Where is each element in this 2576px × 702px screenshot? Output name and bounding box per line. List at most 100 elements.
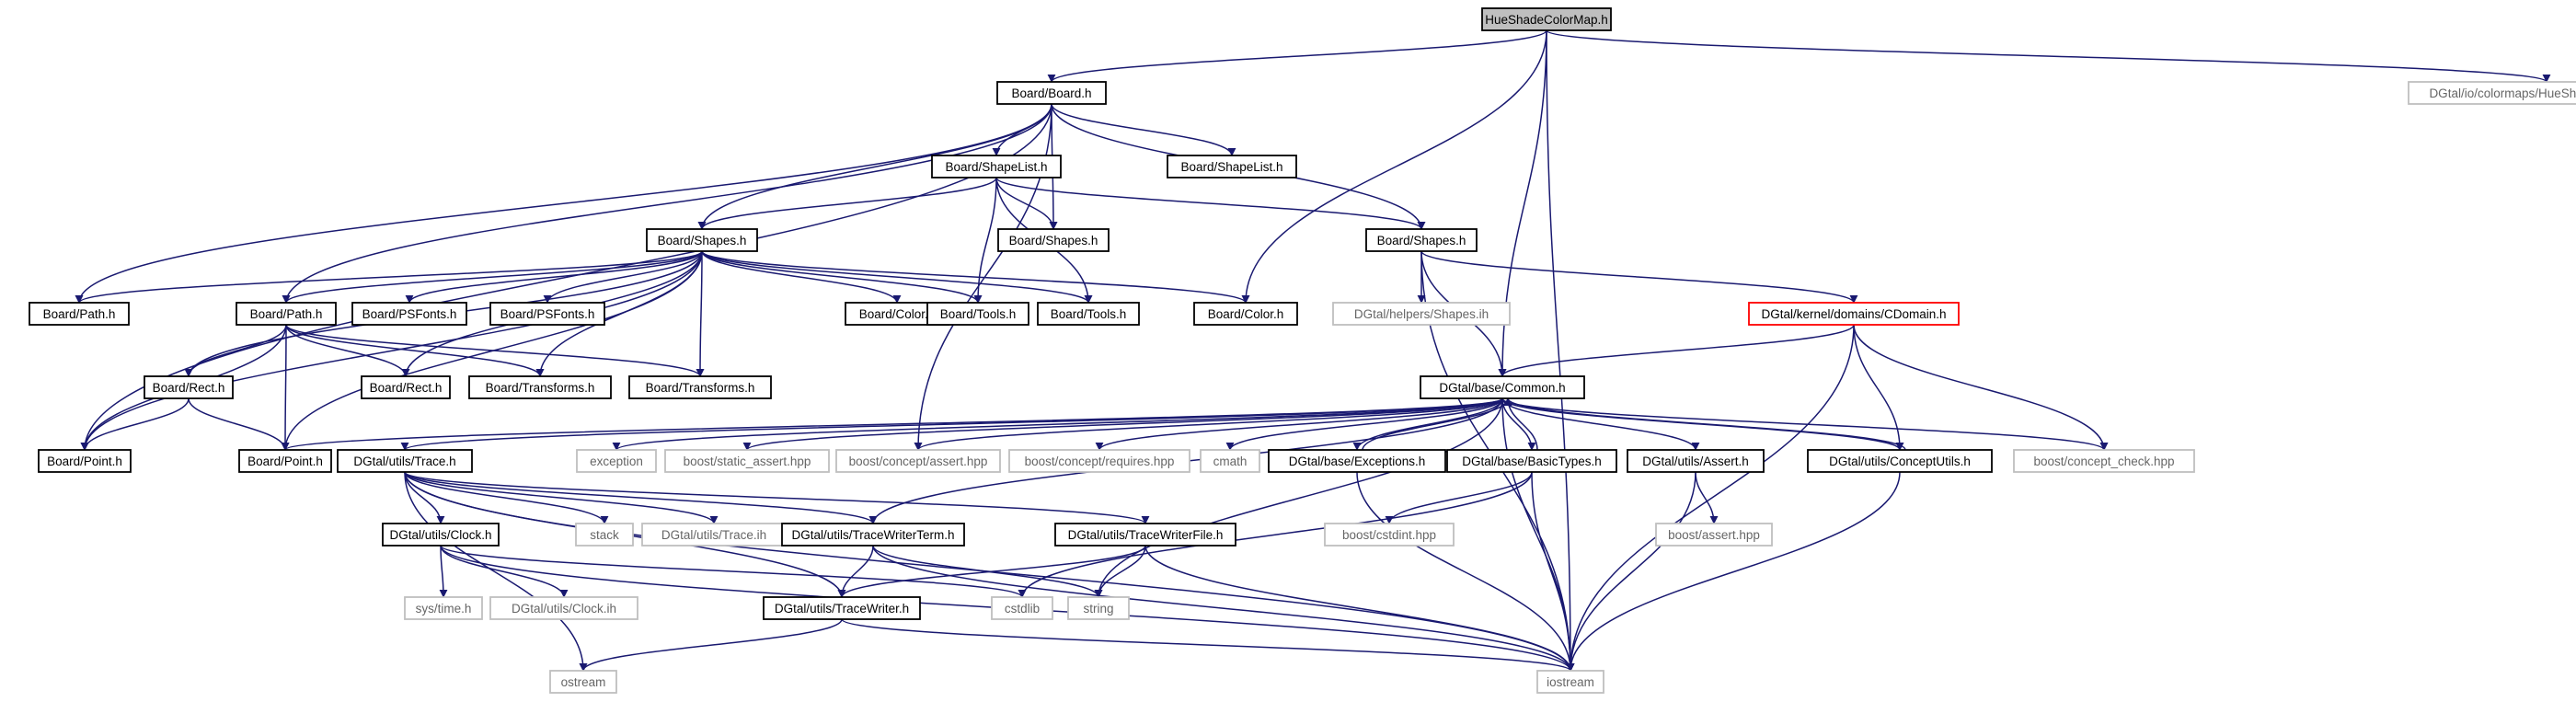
edge-shapes_a-to-tools1 xyxy=(701,250,983,304)
node-trace[interactable]: DGtal/utils/Trace.h xyxy=(337,449,473,473)
node-tools2[interactable]: Board/Tools.h xyxy=(1037,302,1140,326)
node-shapelist1[interactable]: Board/ShapeList.h xyxy=(931,155,1062,178)
node-label-iostream: iostream xyxy=(1547,675,1594,689)
node-box-cstdlib xyxy=(991,596,1053,620)
node-label-shapelist1: Board/ShapeList.h xyxy=(945,160,1047,174)
node-path_a[interactable]: Board/Path.h xyxy=(29,302,130,326)
node-box-point_b xyxy=(238,449,332,473)
node-rect_b[interactable]: Board/Rect.h xyxy=(361,375,451,399)
edge-common-to-string xyxy=(1094,397,1503,598)
node-point_b[interactable]: Board/Point.h xyxy=(238,449,332,473)
edge-shapes_c-to-cdomain xyxy=(1420,250,1858,304)
node-hueshade_ih: DGtal/io/colormaps/HueShadeColorMap.ih xyxy=(2408,81,2576,105)
node-assert_h[interactable]: DGtal/utils/Assert.h xyxy=(1627,449,1765,473)
node-ostream: ostream xyxy=(549,670,617,694)
node-clock[interactable]: DGtal/utils/Clock.h xyxy=(382,523,500,547)
node-box-string xyxy=(1067,596,1130,620)
node-shapes_ih: DGtal/helpers/Shapes.ih xyxy=(1332,302,1511,326)
node-psfonts2[interactable]: Board/PSFonts.h xyxy=(489,302,605,326)
edge-common-to-assert_h xyxy=(1501,397,1700,451)
node-box-tracewriterterm xyxy=(781,523,965,547)
node-cstdlib: cstdlib xyxy=(991,596,1053,620)
node-rect_a[interactable]: Board/Rect.h xyxy=(144,375,234,399)
node-basictypes[interactable]: DGtal/base/BasicTypes.h xyxy=(1446,449,1617,473)
edge-shapes_a-to-color1 xyxy=(701,250,902,304)
edge-trace-to-trace_ih xyxy=(404,471,719,524)
node-label-board: Board/Board.h xyxy=(1011,86,1091,100)
node-stack: stack xyxy=(575,523,634,547)
node-box-static_assert xyxy=(664,449,830,473)
node-exceptions[interactable]: DGtal/base/Exceptions.h xyxy=(1268,449,1446,473)
node-label-conceptutils: DGtal/utils/ConceptUtils.h xyxy=(1829,455,1971,468)
node-box-shapelist2 xyxy=(1167,155,1297,178)
node-label-boost_assert: boost/assert.hpp xyxy=(1668,528,1760,542)
node-label-exceptions: DGtal/base/Exceptions.h xyxy=(1289,455,1426,468)
node-box-tools1 xyxy=(926,302,1029,326)
node-tracewriterterm[interactable]: DGtal/utils/TraceWriterTerm.h xyxy=(781,523,965,547)
node-box-rect_b xyxy=(361,375,451,399)
node-point_a[interactable]: Board/Point.h xyxy=(38,449,132,473)
edge-assert_h-to-iostream xyxy=(1566,471,1696,672)
edge-common-to-trace xyxy=(400,397,1503,451)
node-concept_check: boost/concept_check.hpp xyxy=(2013,449,2195,473)
edge-path_b-to-transforms1 xyxy=(285,324,545,377)
edge-hueshade-to-hueshade_ih xyxy=(1546,29,2551,83)
node-box-cdomain xyxy=(1748,302,1960,326)
node-box-conceptutils xyxy=(1807,449,1993,473)
node-path_b[interactable]: Board/Path.h xyxy=(236,302,337,326)
node-label-tracewriter: DGtal/utils/TraceWriter.h xyxy=(775,602,909,616)
node-label-static_assert: boost/static_assert.hpp xyxy=(684,455,811,468)
node-box-psfonts1 xyxy=(351,302,467,326)
edge-common-to-concept_requires xyxy=(1095,397,1503,451)
node-label-color1: Board/Color.h xyxy=(859,307,936,321)
edge-common-to-concept_assert xyxy=(914,397,1503,451)
node-label-ostream: ostream xyxy=(561,675,606,689)
edge-basictypes-to-cstdint xyxy=(1385,471,1533,524)
node-label-stack: stack xyxy=(590,528,619,542)
node-common[interactable]: DGtal/base/Common.h xyxy=(1420,375,1585,399)
node-box-concept_requires xyxy=(1008,449,1190,473)
node-transforms2[interactable]: Board/Transforms.h xyxy=(628,375,772,399)
node-label-shapes_c: Board/Shapes.h xyxy=(1377,234,1466,247)
node-transforms1[interactable]: Board/Transforms.h xyxy=(468,375,612,399)
node-label-shapelist2: Board/ShapeList.h xyxy=(1180,160,1282,174)
edge-shapelist1-to-tools1 xyxy=(973,177,997,304)
node-box-assert_h xyxy=(1627,449,1765,473)
node-label-shapes_b: Board/Shapes.h xyxy=(1009,234,1098,247)
node-label-psfonts2: Board/PSFonts.h xyxy=(500,307,595,321)
node-box-clock_ih xyxy=(489,596,638,620)
node-label-psfonts1: Board/PSFonts.h xyxy=(362,307,457,321)
node-shapes_a[interactable]: Board/Shapes.h xyxy=(646,228,758,252)
edge-cdomain-to-conceptutils xyxy=(1853,324,1904,451)
edge-cdomain-to-iostream xyxy=(1566,324,1855,672)
edge-hueshade-to-iostream xyxy=(1546,29,1575,672)
edge-board-to-path_a xyxy=(75,103,1052,304)
node-tracewriterfile[interactable]: DGtal/utils/TraceWriterFile.h xyxy=(1054,523,1236,547)
node-tracewriter[interactable]: DGtal/utils/TraceWriter.h xyxy=(763,596,921,620)
edge-shapelist1-to-shapes_c xyxy=(995,177,1426,230)
node-label-transforms2: Board/Transforms.h xyxy=(646,381,755,395)
node-board[interactable]: Board/Board.h xyxy=(996,81,1107,105)
edge-common-to-concept_check xyxy=(1501,397,2109,451)
node-box-psfonts2 xyxy=(489,302,605,326)
edge-common-to-cmath xyxy=(1225,397,1503,451)
node-hueshade[interactable]: HueShadeColorMap.h xyxy=(1481,7,1612,31)
node-psfonts1[interactable]: Board/PSFonts.h xyxy=(351,302,467,326)
node-shapelist2[interactable]: Board/ShapeList.h xyxy=(1167,155,1297,178)
node-conceptutils[interactable]: DGtal/utils/ConceptUtils.h xyxy=(1807,449,1993,473)
edge-common-to-static_assert xyxy=(742,397,1503,451)
edge-clock-to-cstdlib xyxy=(440,545,1027,598)
node-label-hueshade: HueShadeColorMap.h xyxy=(1485,13,1608,27)
edge-shapes_a-to-transforms2 xyxy=(696,250,705,377)
node-shapes_b[interactable]: Board/Shapes.h xyxy=(997,228,1110,252)
edge-common-to-exception xyxy=(612,397,1503,451)
node-color2[interactable]: Board/Color.h xyxy=(1193,302,1298,326)
node-label-tracewriterterm: DGtal/utils/TraceWriterTerm.h xyxy=(791,528,954,542)
node-label-cstdlib: cstdlib xyxy=(1005,602,1040,616)
node-exception: exception xyxy=(576,449,657,473)
node-tools1[interactable]: Board/Tools.h xyxy=(926,302,1029,326)
node-cdomain[interactable]: DGtal/kernel/domains/CDomain.h xyxy=(1748,302,1960,326)
edge-clock-to-systime xyxy=(439,545,448,598)
node-shapes_c[interactable]: Board/Shapes.h xyxy=(1365,228,1478,252)
